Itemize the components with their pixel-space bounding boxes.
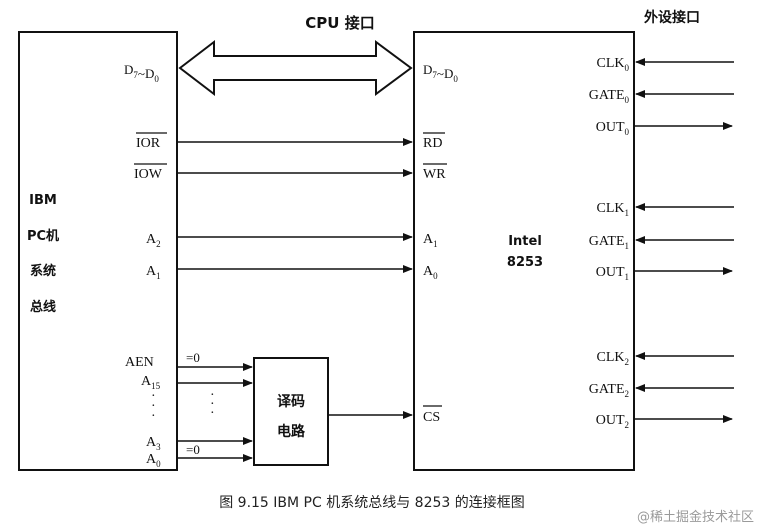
rd-label: RD [423,136,442,151]
subscript-text: 15 [151,381,161,391]
signal-text: A [146,452,157,467]
line-ellipsis-1: · [210,388,215,403]
subscript-text: 0 [156,459,161,469]
out2-label: OUT2 [596,413,629,430]
subscript-text: 1 [625,241,630,251]
chip-data-label: D7~D0 [423,62,458,84]
subscript-text: 0 [154,74,159,84]
out0-label: OUT0 [596,120,630,137]
ior-label: IOR [136,136,161,151]
eq-zero-2-label: =0 [186,442,200,457]
signal-text: D [444,66,453,81]
signal-text: D [145,66,154,81]
subscript-text: 1 [156,271,161,281]
external-interface-label: 外设接口 [644,9,700,26]
gate2-label: GATE2 [589,382,629,399]
bus-a1-label: A1 [146,264,161,281]
signal-text: A [141,374,152,389]
subscript-text: 2 [625,357,630,367]
data-bus-arrow [178,39,413,97]
bus-name-line-1: IBM [29,193,57,208]
system-bus-block [18,31,178,471]
signal-text: A [423,232,434,247]
signal-text: A [146,435,157,450]
subscript-text: 7 [133,70,138,80]
signal-text: D [124,62,133,77]
signal-text: D [423,62,432,77]
chip-a1-label: A1 [423,232,438,249]
a15-label: A15 [141,374,161,391]
subscript-text: 1 [433,239,438,249]
bus-ellipsis-3: · [151,409,156,424]
a0-label: A0 [146,452,161,469]
bus-ellipsis-1: · [151,389,156,404]
clk2-label: CLK2 [597,350,630,367]
cs-label: CS [423,410,440,425]
decoder-circuit-block [253,357,329,466]
signal-text: GATE [589,234,625,249]
subscript-text: 0 [625,95,630,105]
decoder-line-2: 电路 [277,423,306,440]
signal-text: CLK [597,56,625,71]
watermark: @稀土掘金技术社区 [637,509,754,525]
gate0-label: GATE0 [589,88,630,105]
subscript-text: 0 [453,74,458,84]
subscript-text: 3 [156,442,161,452]
chip-name-line-2: 8253 [507,255,543,270]
signal-text: CLK [597,350,625,365]
subscript-text: 7 [432,70,437,80]
bus-name-line-2: PC机 [27,228,59,244]
signal-text: A [423,264,434,279]
bus-name-line-4: 总线 [30,299,56,315]
signal-text: ~ [437,66,444,81]
bus-data-label: D7~D0 [124,62,159,84]
subscript-text: 0 [625,127,630,137]
cpu-interface-label: CPU 接口 [305,14,374,32]
signal-text: GATE [589,382,625,397]
signal-text: OUT [596,413,625,428]
signal-text: A [146,264,157,279]
decoder-line-1: 译码 [277,394,305,410]
bus-ellipsis-2: · [151,399,156,414]
signal-text: OUT [596,120,625,135]
out1-label: OUT1 [596,265,629,282]
subscript-text: 2 [625,420,630,430]
iow-label: IOW [134,167,163,182]
subscript-text: 1 [625,272,630,282]
figure-caption: 图 9.15 IBM PC 机系统总线与 8253 的连接框图 [219,494,525,511]
signal-text: A [146,232,157,247]
line-ellipsis-2: · [210,397,215,412]
wr-label: WR [423,167,446,182]
clk1-label: CLK1 [597,201,630,218]
subscript-text: 0 [433,271,438,281]
gate1-label: GATE1 [589,234,629,251]
chip-name-line-1: Intel [508,234,542,249]
a3-label: A3 [146,435,161,452]
signal-text: ~ [138,66,145,81]
bus-name-line-3: 系统 [30,263,56,279]
subscript-text: 2 [156,239,161,249]
eq-zero-1-label: =0 [186,350,200,365]
subscript-text: 1 [625,208,630,218]
chip-a0-label: A0 [423,264,438,281]
signal-text: GATE [589,88,625,103]
clk0-label: CLK0 [597,56,630,73]
signal-text: OUT [596,265,625,280]
aen-label: AEN [125,355,154,370]
signal-text: CLK [597,201,625,216]
bus-a2-label: A2 [146,232,161,249]
subscript-text: 2 [625,389,630,399]
intel-8253-block [413,31,635,471]
subscript-text: 0 [625,63,630,73]
line-ellipsis-3: · [210,406,215,421]
